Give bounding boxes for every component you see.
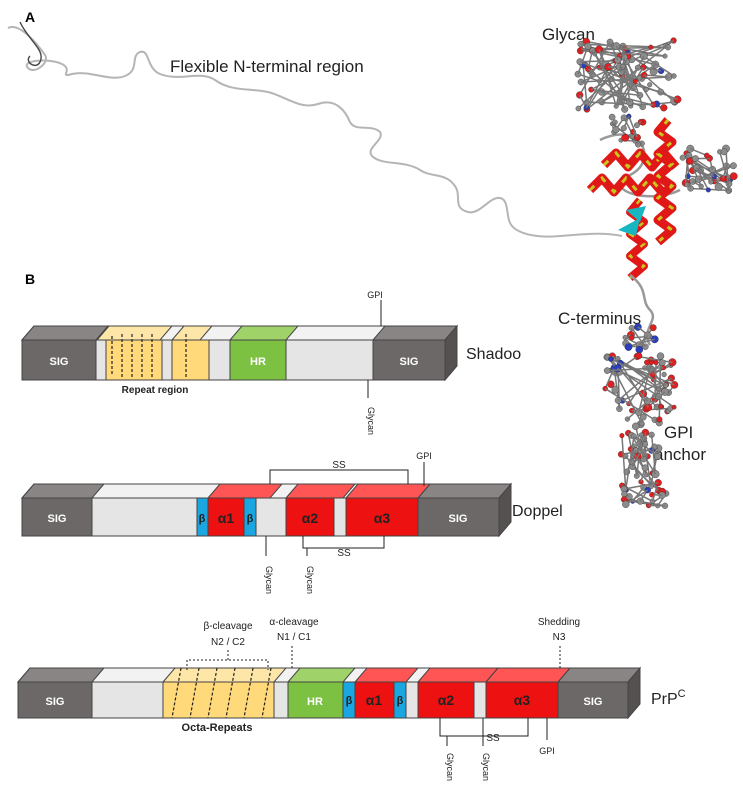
shadoo-sig-right bbox=[372, 339, 446, 381]
shadoo-sig-left bbox=[21, 339, 97, 381]
panel-a-label: A bbox=[25, 9, 35, 25]
prpc-alpha-cleavage-sites: N1 / C1 bbox=[277, 632, 311, 643]
prpc-shedding-label: Shedding bbox=[538, 617, 580, 628]
doppel-sig-left bbox=[21, 497, 93, 537]
doppel-alpha-3-label: α3 bbox=[374, 510, 391, 526]
doppel-glycan-1-label: Glycan bbox=[264, 566, 274, 594]
shadoo-name: Shadoo bbox=[466, 346, 521, 363]
prpc-beta-cleavage-sites: N2 / C2 bbox=[211, 637, 245, 648]
doppel-gpi-label: GPI bbox=[416, 451, 432, 461]
prpc-alpha-cleavage-label: α-cleavage bbox=[269, 617, 319, 628]
doppel-alpha-2 bbox=[285, 497, 335, 537]
doppel-alpha-2-label: α2 bbox=[302, 510, 319, 526]
folded-domain bbox=[586, 117, 681, 346]
doppel-ss-top-label: SS bbox=[332, 460, 346, 471]
shadoo-repeat-block-2 bbox=[171, 339, 210, 381]
prpc-sig-left-label: SIG bbox=[46, 696, 65, 708]
prpc-bar bbox=[16, 646, 642, 746]
prpc-alpha-1-label: α1 bbox=[366, 692, 383, 708]
doppel-alpha-1-label: α1 bbox=[218, 510, 235, 526]
doppel-beta-2 bbox=[243, 497, 257, 537]
doppel-sig-right-label: SIG bbox=[449, 513, 468, 525]
n-terminal-chain bbox=[7, 26, 623, 238]
shadoo-bar bbox=[20, 300, 459, 398]
prpc-sig-right bbox=[557, 681, 629, 719]
doppel-sig-right bbox=[417, 497, 500, 537]
prpc-glycan-2-label: Glycan bbox=[481, 753, 491, 781]
doppel-alpha-1 bbox=[207, 497, 245, 537]
c-terminus-label: C-terminus bbox=[558, 309, 641, 328]
doppel-beta-1-label: β bbox=[199, 513, 206, 525]
shadoo-glycan-label: Glycan bbox=[366, 407, 376, 435]
doppel-ss-bottom-label: SS bbox=[337, 548, 351, 559]
shadoo-sig-right-label: SIG bbox=[400, 356, 419, 368]
prpc-beta-1-label: β bbox=[346, 695, 353, 707]
prpc-shedding-site: N3 bbox=[553, 632, 566, 643]
prpc-hr bbox=[287, 681, 344, 719]
prpc-beta-2-label: β bbox=[397, 695, 404, 707]
doppel-sig-left-label: SIG bbox=[48, 513, 67, 525]
n-terminal-tangle bbox=[19, 21, 42, 66]
shadoo-hr bbox=[229, 339, 287, 381]
prpc-name: PrPC bbox=[651, 688, 686, 708]
glycan-label-a: Glycan bbox=[542, 25, 595, 44]
prpc-hr-label: HR bbox=[307, 696, 323, 708]
prpc-alpha-2-label: α2 bbox=[438, 692, 455, 708]
shadoo-repeat-block-1 bbox=[105, 339, 163, 381]
prpc-alpha-3-label: α3 bbox=[514, 692, 531, 708]
shadoo-repeat-region-label: Repeat region bbox=[122, 385, 189, 396]
prpc-glycan-1-label: Glycan bbox=[445, 753, 455, 781]
shadoo-hr-label: HR bbox=[250, 356, 266, 368]
prpc-beta-2 bbox=[393, 681, 407, 719]
prpc-ss-label: SS bbox=[486, 733, 500, 744]
prpc-sig-right-label: SIG bbox=[584, 696, 603, 708]
prpc-alpha-2 bbox=[417, 681, 475, 719]
panel-b-label: B bbox=[25, 271, 35, 287]
n-terminal-label: Flexible N-terminal region bbox=[170, 57, 364, 76]
doppel-bar bbox=[20, 462, 513, 556]
prpc-alpha-1 bbox=[354, 681, 395, 719]
doppel-glycan-2-label: Glycan bbox=[305, 566, 315, 594]
shadoo-gpi-label: GPI bbox=[367, 290, 383, 300]
doppel-alpha-3 bbox=[345, 497, 419, 537]
glycan-gpi-ball-and-stick bbox=[574, 37, 738, 509]
prpc-gpi-label: GPI bbox=[539, 746, 555, 756]
prpc-octa-repeats-label: Octa-Repeats bbox=[182, 722, 253, 734]
shadoo-sig-left-label: SIG bbox=[50, 356, 69, 368]
doppel-name: Doppel bbox=[512, 503, 563, 520]
gpi-anchor-label-2: anchor bbox=[654, 445, 706, 464]
prpc-sig-left bbox=[17, 681, 93, 719]
gpi-anchor-label-1: GPI bbox=[664, 423, 693, 442]
prpc-octa-repeats bbox=[162, 681, 275, 719]
doppel-beta-2-label: β bbox=[247, 513, 254, 525]
prpc-beta-cleavage-label: β-cleavage bbox=[203, 621, 253, 632]
